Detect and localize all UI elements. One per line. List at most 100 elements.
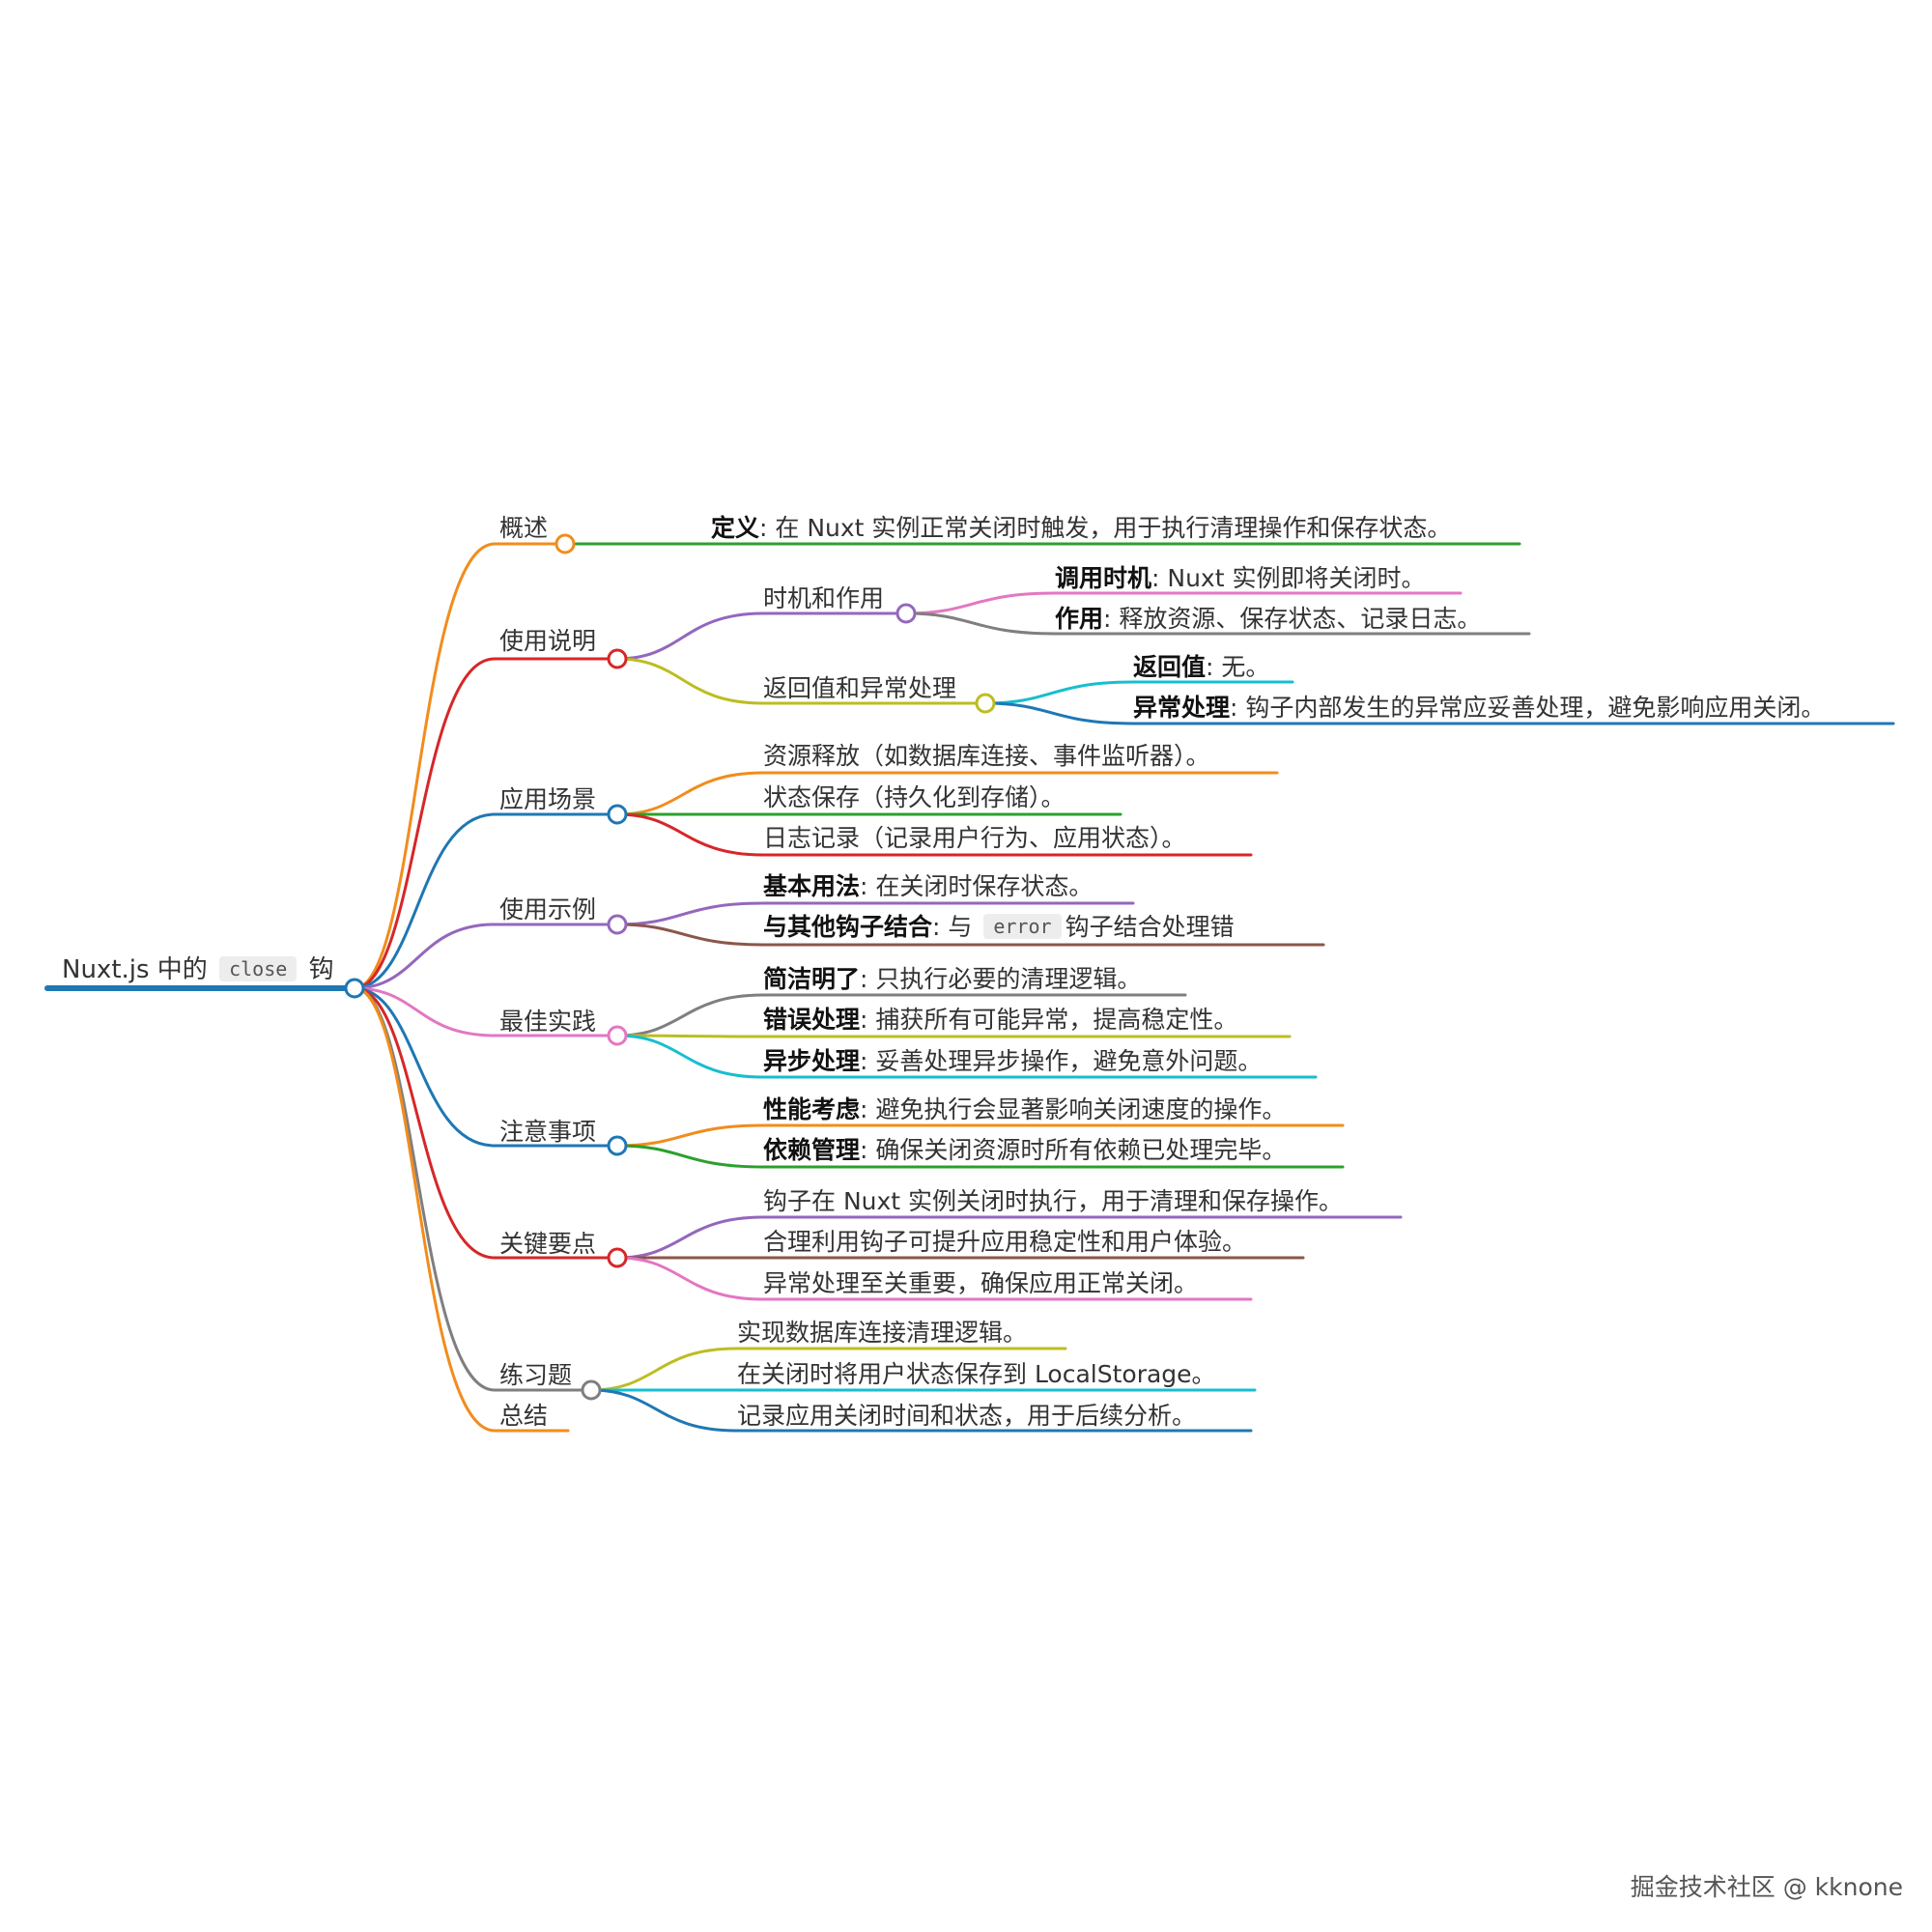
leaf-text: : 只执行必要的清理逻辑。 (860, 965, 1142, 993)
leaf-text: : 释放资源、保存状态、记录日志。 (1103, 605, 1482, 633)
node-best-practices (607, 1025, 628, 1046)
leaf-edge-exercises-2 (589, 1388, 738, 1433)
node-scenarios (607, 804, 628, 825)
leaf-key: 定义 (711, 514, 760, 542)
branch-notes-label: 注意事项 (499, 1118, 597, 1146)
leaf-edge-key-points-2 (615, 1256, 765, 1301)
leaf-edge-notes-0 (615, 1123, 765, 1148)
leaf-text: : 确保关闭资源时所有依赖已处理完毕。 (860, 1136, 1287, 1164)
leaf-key: 调用时机 (1055, 564, 1152, 592)
branch-key-points-label: 关键要点 (499, 1230, 597, 1258)
node-usage (607, 648, 628, 669)
edge-exercises (353, 986, 497, 1392)
edge-key-points (353, 986, 497, 1260)
root-node-circle (344, 978, 365, 999)
leaf-key: 依赖管理 (763, 1136, 861, 1164)
leaf-error-handling: 错误处理: 捕获所有可能异常，提高稳定性。 (763, 1005, 1237, 1036)
leaf-key: 性能考虑 (763, 1095, 861, 1123)
footer-watermark: 掘金技术社区 @ kknone (1630, 1873, 1903, 1901)
edge-best-practices (353, 986, 497, 1037)
leaf-exercise-1: 实现数据库连接清理逻辑。 (737, 1319, 1028, 1347)
leaf-scenario-state: 状态保存（持久化到存储）。 (763, 783, 1065, 811)
node-notes (607, 1135, 628, 1156)
edge-usage (353, 657, 497, 990)
leaf-edge-best-practices-2 (615, 1034, 765, 1079)
leaf-basic-usage: 基本用法: 在关闭时保存状态。 (763, 871, 1093, 902)
edge-overview (353, 542, 497, 990)
leaf-key: 简洁明了 (763, 965, 861, 993)
leaf-key: 与其他钩子结合 (763, 913, 933, 941)
branch-examples-label: 使用示例 (499, 895, 597, 923)
leaf-text: : 在关闭时保存状态。 (860, 872, 1094, 900)
node-usage-timing (895, 603, 917, 624)
sub-edge-usage-1 (615, 657, 765, 705)
leaf-async-handling: 异步处理: 妥善处理异步操作，避免意外问题。 (763, 1046, 1262, 1077)
leaf-edge-best-practices-1 (615, 1034, 765, 1038)
leaf-edge-scenarios-2 (615, 812, 765, 857)
sub-leaf-edge-0-0 (904, 591, 1057, 615)
branch-scenarios-label: 应用场景 (499, 785, 597, 813)
branch-exercises-label: 练习题 (499, 1361, 573, 1389)
leaf-scenario-logging: 日志记录（记录用户行为、应用状态）。 (763, 824, 1186, 852)
branch-summary-label: 总结 (499, 1402, 549, 1430)
node-usage-return (975, 693, 996, 714)
node-key-points (607, 1247, 628, 1268)
root-title-suffix: 钩 (308, 955, 334, 984)
leaf-exercise-3: 记录应用关闭时间和状态，用于后续分析。 (737, 1402, 1197, 1430)
leaf-edge-best-practices-0 (615, 993, 765, 1037)
leaf-call-timing: 调用时机: Nuxt 实例即将关闭时。 (1055, 563, 1425, 594)
node-overview (554, 533, 576, 554)
branch-best-practices-label: 最佳实践 (499, 1008, 597, 1036)
root-title-code: close (219, 956, 298, 981)
sub-leaf-edge-1-0 (983, 680, 1135, 705)
leaf-text: : 在 Nuxt 实例正常关闭时触发，用于执行清理操作和保存状态。 (759, 514, 1452, 542)
leaf-key: 异步处理 (763, 1047, 861, 1075)
leaf-exercise-2: 在关闭时将用户状态保存到 LocalStorage。 (737, 1360, 1216, 1388)
edge-summary (353, 986, 497, 1433)
leaf-key: 作用 (1055, 605, 1104, 633)
sub-edge-usage-0 (615, 611, 765, 661)
leaf-code: error (983, 914, 1062, 939)
usage-return-label: 返回值和异常处理 (763, 674, 957, 702)
leaf-edge-examples-1 (615, 923, 765, 947)
root-title-prefix: Nuxt.js 中的 (62, 955, 208, 984)
leaf-edge-key-points-0 (615, 1215, 765, 1260)
leaf-text: : 无。 (1206, 653, 1270, 681)
leaf-edge-examples-0 (615, 901, 765, 926)
leaf-scenario-resource: 资源释放（如数据库连接、事件监听器）。 (763, 742, 1210, 770)
sub-leaf-edge-1-1 (983, 701, 1135, 725)
leaf-dependency: 依赖管理: 确保关闭资源时所有依赖已处理完毕。 (763, 1135, 1286, 1166)
leaf-text: : 避免执行会显著影响关闭速度的操作。 (860, 1095, 1287, 1123)
usage-timing-label: 时机和作用 (763, 584, 885, 612)
node-examples (607, 914, 628, 935)
edge-examples (353, 923, 497, 990)
leaf-text: : 妥善处理异步操作，避免意外问题。 (860, 1047, 1263, 1075)
sub-leaf-edge-0-1 (904, 611, 1057, 636)
leaf-concise: 简洁明了: 只执行必要的清理逻辑。 (763, 964, 1141, 995)
branch-usage-label: 使用说明 (499, 627, 597, 655)
leaf-text: : 钩子内部发生的异常应妥善处理，避免影响应用关闭。 (1230, 694, 1826, 722)
leaf-edge-notes-1 (615, 1144, 765, 1169)
leaf-tail: 钩子结合处理错 (1065, 913, 1235, 941)
leaf-key: 错误处理 (763, 1006, 861, 1034)
leaf-key-point-2: 合理利用钩子可提升应用稳定性和用户体验。 (763, 1228, 1247, 1256)
leaf-key: 基本用法 (763, 872, 861, 900)
branch-overview-label: 概述 (499, 514, 549, 542)
leaf-exception-handling: 异常处理: 钩子内部发生的异常应妥善处理，避免影响应用关闭。 (1133, 693, 1825, 724)
edge-scenarios (353, 812, 497, 990)
leaf-text: : 捕获所有可能异常，提高稳定性。 (860, 1006, 1238, 1034)
root-node-title: Nuxt.js 中的 close 钩 (62, 954, 334, 985)
leaf-edge-exercises-0 (589, 1347, 738, 1392)
node-exercises (581, 1379, 602, 1401)
leaf-edge-scenarios-0 (615, 771, 765, 816)
leaf-definition: 定义: 在 Nuxt 实例正常关闭时触发，用于执行清理操作和保存状态。 (711, 513, 1451, 544)
leaf-text: : Nuxt 实例即将关闭时。 (1151, 564, 1426, 592)
edge-notes (353, 986, 497, 1148)
leaf-performance: 性能考虑: 避免执行会显著影响关闭速度的操作。 (763, 1094, 1286, 1125)
leaf-key-point-1: 钩子在 Nuxt 实例关闭时执行，用于清理和保存操作。 (763, 1187, 1344, 1215)
leaf-key: 返回值 (1133, 653, 1207, 681)
leaf-key: 异常处理 (1133, 694, 1231, 722)
leaf-purpose: 作用: 释放资源、保存状态、记录日志。 (1055, 604, 1481, 635)
